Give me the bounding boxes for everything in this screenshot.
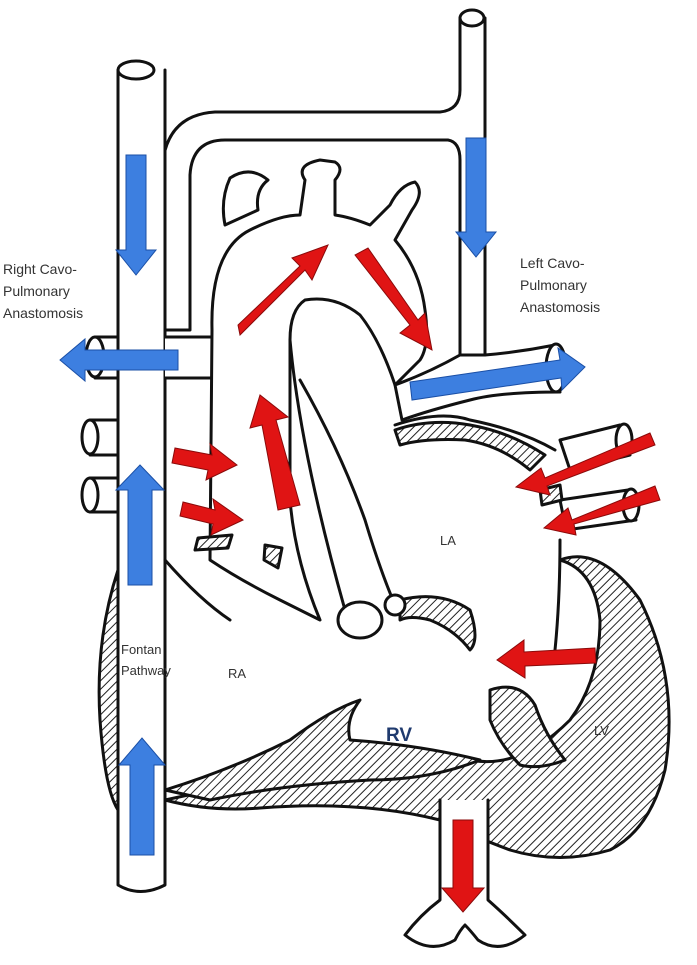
fontan-line-1: Fontan [121, 642, 161, 657]
semilunar-valve [336, 600, 384, 640]
arrow-arch-up [237, 244, 329, 337]
label-left-cavo-pulmonary: Left Cavo- Pulmonary Anastomosis [520, 255, 600, 315]
red-arrows [171, 244, 661, 913]
arrow-pa-right [409, 346, 586, 401]
label-ra: RA [228, 666, 246, 681]
left-svc-vessel [160, 16, 487, 357]
right-cavo-line-3: Anastomosis [3, 305, 83, 321]
rv-septum [488, 685, 567, 769]
semilunar-valve-2 [383, 593, 407, 617]
arrow-lv-to-rv [496, 639, 597, 679]
pv-lower-left-opening [80, 476, 100, 514]
blue-arrows [59, 137, 586, 856]
left-cavo-line-1: Left Cavo- [520, 255, 585, 271]
atrial-septum-fragment-2 [262, 543, 284, 570]
brachiocephalic-branch [221, 170, 270, 227]
label-right-cavo-pulmonary: Right Cavo- Pulmonary Anastomosis [3, 261, 83, 321]
arrow-ascending-up [249, 394, 301, 511]
left-atrial-wall [393, 420, 547, 472]
atrial-outline [163, 414, 562, 652]
label-rv: RV [386, 725, 412, 746]
arrow-pv-right-lower [542, 485, 661, 536]
fontan-line-2: Pathway [121, 663, 171, 678]
left-svc-opening [458, 8, 486, 28]
arrow-pv-left-lower [179, 497, 244, 536]
arrow-fontan-up-mid [114, 464, 166, 586]
arrow-pv-right-upper [514, 432, 656, 496]
pv-upper-left-opening [80, 418, 100, 456]
arrow-arch-down [354, 247, 433, 351]
label-fontan-pathway: Fontan Pathway [121, 642, 171, 678]
atrial-septum-fragment [193, 533, 234, 552]
arrow-pv-left-upper [171, 442, 238, 481]
left-cavo-line-2: Pulmonary [520, 277, 587, 293]
arrow-svc-down-left [454, 137, 498, 258]
right-cavo-line-1: Right Cavo- [3, 261, 77, 277]
right-cavo-line-2: Pulmonary [3, 283, 70, 299]
arrow-outflow-down [440, 819, 486, 913]
mitral-leaflet [398, 595, 477, 652]
aortic-arch [208, 158, 429, 622]
arrow-pa-left [59, 337, 179, 383]
left-cavo-line-3: Anastomosis [520, 299, 600, 315]
right-atrial-wall [97, 568, 120, 812]
arrow-svc-down-right [114, 154, 158, 276]
neo-aorta-wall [298, 378, 397, 607]
arrow-fontan-up-low [117, 737, 167, 856]
rv-free-wall [163, 698, 482, 802]
right-svc-opening [116, 59, 156, 81]
label-lv: LV [594, 723, 609, 738]
ascending-aorta [288, 338, 347, 612]
label-la: LA [440, 533, 456, 548]
